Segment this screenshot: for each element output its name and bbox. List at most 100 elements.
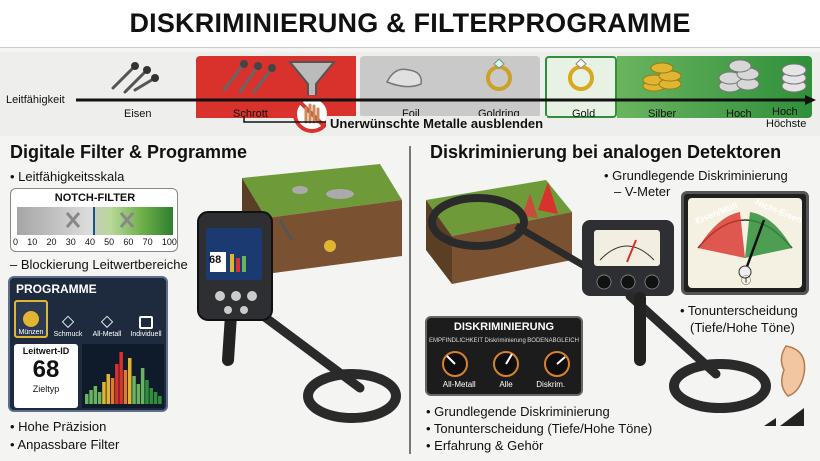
program-jewelry[interactable]: ◇ Schmuck [50, 300, 86, 338]
knobs [442, 351, 570, 377]
discrimination-panel-title: DISKRIMINIERUNG [453, 321, 555, 333]
knob-label: Diskriminierung [484, 338, 526, 344]
notch-tick: 0 [13, 237, 19, 247]
notch-tick: 40 [84, 237, 95, 247]
left-bullet-filters: • Anpassbare Filter [10, 437, 120, 452]
histogram-bar [158, 396, 162, 404]
leitwert-box: Leitwert-ID 68 Zieltyp [14, 344, 78, 408]
program-label: All-Metall [92, 331, 122, 338]
notch-filter-box: NOTCH-FILTER 0 10 20 30 40 50 60 70 100 [10, 188, 178, 252]
scale-point-silber: Silber [648, 108, 677, 120]
histogram-bar [136, 384, 141, 404]
histogram-bar [145, 380, 149, 404]
notch-ticks: 0 10 20 30 40 50 60 70 100 [13, 237, 177, 247]
leitwert-sub: Zieltyp [32, 384, 60, 394]
histogram-bar [115, 364, 119, 404]
signal-histogram [82, 344, 164, 408]
notch-tick: 10 [27, 237, 38, 247]
zone-gold [545, 56, 617, 118]
histogram-bar [97, 392, 102, 404]
v-meter: Eisen/Müll Nicht-Eisen Ⓘ [681, 191, 809, 295]
program-label: Schmuck [53, 331, 83, 338]
left-bullet-precision: • Hohe Präzision [10, 419, 107, 434]
leitwert-value: 68 [32, 356, 60, 383]
program-coins[interactable]: Münzen [14, 300, 48, 338]
histogram-bar [85, 394, 89, 404]
right-bottom-bullet-2: • Tonunterscheidung (Tiefe/Hohe Töne) [426, 421, 653, 436]
programs-panel: PROGRAMME Münzen ◇ Schmuck ◇ All-Metall … [8, 276, 168, 412]
histogram-bar [119, 352, 123, 404]
right-bottom-bullet-3: • Erfahrung & Gehör [426, 438, 544, 453]
scale-point-eisen: Eisen [124, 108, 152, 120]
analog-detector-illustration [426, 180, 806, 426]
notch-tick: 20 [46, 237, 57, 247]
right-bullet-vmeter: – V-Meter [614, 184, 671, 199]
exclude-caption: Unerwünschte Metalle ausblenden [326, 116, 548, 131]
histogram-bar [140, 368, 145, 404]
notch-tick: 50 [104, 237, 115, 247]
histogram-bar [123, 370, 128, 404]
right-bullet-tone-sub: (Tiefe/Hohe Töne) [690, 320, 795, 335]
axis-label: Leitfähigkeit [6, 94, 65, 106]
histogram-bar [93, 386, 98, 404]
nails-icon [111, 62, 159, 94]
leitwert-label: Leitwert-ID [22, 346, 70, 356]
left-bullet-blocking: – Blockierung Leitwertbereiche [10, 257, 188, 272]
detector-screen-value: 68 [209, 254, 222, 266]
notch-blocked-range [17, 207, 95, 235]
silver-stack-icon [781, 63, 807, 93]
knob-sublabel: Alle [499, 380, 513, 389]
notch-cross-icons [65, 212, 135, 228]
scale-point-schrott: Schrott [233, 108, 268, 120]
right-section-title: Diskriminierung bei analogen Detektoren [430, 142, 782, 162]
knob-sublabel: Diskrim. [536, 380, 566, 389]
histogram-bar [149, 388, 153, 404]
programs-title: PROGRAMME [16, 282, 97, 296]
scale-point-hoch-2: Hoch [772, 106, 798, 118]
notch-tick: 60 [123, 237, 134, 247]
scale-point-gold: Gold [572, 108, 596, 120]
conductivity-scale: Leitfähigkeit Eisen Schrott Foil Goldrin… [0, 52, 820, 136]
gold-ring-icon [568, 58, 594, 91]
histogram-bar [132, 376, 136, 404]
program-all-metal[interactable]: ◇ All-Metall [88, 300, 126, 338]
notch-tick: 30 [65, 237, 76, 247]
left-section-title: Digitale Filter & Programme [10, 142, 248, 162]
section-divider [409, 146, 411, 454]
v-meter-face [688, 198, 802, 288]
knob-label: EMPFINDLICHKEIT [429, 338, 484, 344]
diamond-icon: ◇ [61, 313, 75, 330]
meter-center-label: Ⓘ [741, 276, 751, 287]
coin-icon [23, 311, 39, 327]
right-bottom-bullet-1: • Grundlegende Diskriminierung [426, 404, 610, 419]
conductivity-arrow [76, 95, 816, 105]
knob-sublabel: All-Metall [442, 380, 476, 389]
histogram-bar [102, 382, 106, 404]
program-custom[interactable]: Individuell [128, 300, 164, 338]
scale-point-hoch: Hoch [726, 108, 752, 120]
goldring-icon [486, 58, 512, 91]
histogram-bar [153, 392, 158, 404]
discrimination-panel: DISKRIMINIERUNG EMPFINDLICHKEIT Diskrimi… [425, 316, 583, 396]
silver-coins-icon [718, 59, 760, 93]
notch-tick: 70 [142, 237, 153, 247]
knob-label: BODENABGLEICH [527, 338, 579, 344]
histogram-bar [89, 390, 93, 404]
program-label: Individuell [130, 331, 162, 338]
notch-tick: 100 [161, 237, 177, 247]
histogram-bar [128, 358, 132, 404]
right-bullet-tone: • Tonunterscheidung [680, 303, 798, 318]
histogram-bar [106, 374, 110, 404]
left-bullet-scale: • Leitfähigkeitsskala [10, 169, 125, 184]
gold-coins-icon [642, 62, 682, 92]
histogram-bar [110, 378, 115, 404]
scale-point-hoechste: Höchste [766, 118, 807, 130]
digital-detector-illustration [197, 164, 402, 423]
notch-gradient-bar [17, 207, 173, 235]
foil-icon [385, 68, 422, 88]
zone-gray [360, 56, 540, 118]
user-icon [139, 316, 153, 329]
page-title: DISKRIMINIERUNG & FILTERPROGRAMME [0, 0, 820, 48]
scrap-nails-icon [222, 60, 276, 94]
right-bullet-discrim: • Grundlegende Diskriminierung [604, 168, 788, 183]
